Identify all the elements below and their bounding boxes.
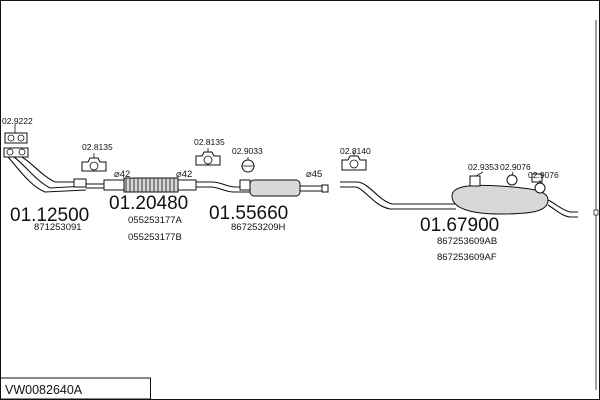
part-code-02-8135-b: 02.8135: [194, 137, 225, 147]
middle-silencer-icon: [196, 159, 329, 197]
oem-871253091: 871253091: [34, 222, 82, 233]
oem-055253177B: 055253177B: [128, 232, 182, 243]
part-code-02-9353: 02.9353: [468, 162, 499, 172]
part-code-01-12500: 01.12500: [10, 205, 89, 226]
clamp-icon-left: [81, 157, 107, 172]
part-code-02-9033: 02.9033: [232, 146, 263, 156]
oem-867253609AB: 867253609AB: [437, 236, 497, 247]
flex-pipe-icon: [103, 177, 197, 193]
leader-lines: [14, 124, 541, 183]
reference-number: VW0082640A: [5, 383, 83, 397]
diameter-label-3: ⌀45: [306, 169, 322, 180]
reference-box: [0, 377, 151, 400]
part-code-02-9076-a: 02.9076: [500, 162, 531, 172]
rear-silencer-icon: [340, 173, 578, 218]
manifold-gasket-icon: [4, 128, 28, 144]
part-code-02-9076-b: 02.9076: [528, 170, 559, 180]
part-code-02-8135-a: 02.8135: [82, 142, 113, 152]
oem-867253209H: 867253209H: [231, 222, 286, 233]
right-edge-marker: [593, 209, 599, 216]
oem-867253609AF: 867253609AF: [437, 252, 497, 263]
part-code-01-20480: 01.20480: [109, 193, 188, 214]
part-code-01-67900: 01.67900: [420, 215, 499, 236]
clamp-icon-rear: [341, 155, 367, 171]
oem-055253177A: 055253177A: [128, 215, 183, 226]
diameter-label-1: ⌀42: [114, 169, 130, 180]
diameter-label-2: ⌀42: [176, 169, 192, 180]
clamp-icon-right: [195, 151, 221, 166]
front-pipe-icon: [3, 147, 87, 193]
part-code-02-8140: 02.8140: [340, 146, 371, 156]
part-code-01-55660: 01.55660: [209, 203, 288, 224]
part-code-02-9222: 02.9222: [2, 116, 33, 126]
